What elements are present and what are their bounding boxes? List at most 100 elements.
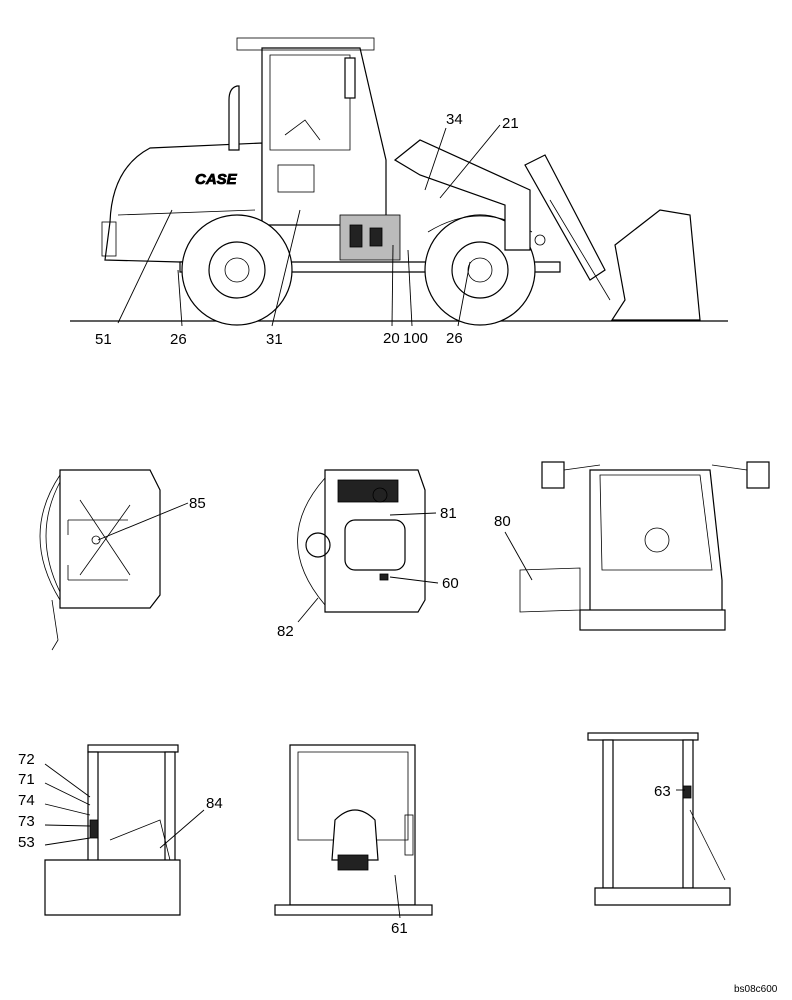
- front-window: [297, 751, 409, 841]
- right-decal-block: [682, 785, 692, 799]
- rear-steering-wheel: [644, 527, 670, 553]
- callout-61: 61: [391, 920, 408, 937]
- cab-floor-top-view: [297, 469, 426, 613]
- tilt-cylinder: [549, 199, 611, 301]
- callout-21: 21: [502, 115, 519, 132]
- leader-60: [389, 576, 439, 584]
- roof-curve-inner: [45, 481, 61, 593]
- cab-right-side-view: [587, 732, 731, 906]
- seat-outline: [284, 119, 321, 141]
- leader-71: [44, 782, 91, 806]
- callout-63: 63: [654, 783, 671, 800]
- leader-20: [391, 244, 394, 327]
- right-mirror: [746, 461, 770, 489]
- rear-counterweight: [101, 221, 117, 257]
- side-panel: [277, 164, 315, 193]
- callout-26-rear: 26: [170, 331, 187, 348]
- leader-74: [44, 803, 91, 816]
- leader-73: [44, 824, 91, 827]
- left-floor-base: [44, 859, 181, 916]
- loader-side-view: CASE: [70, 37, 728, 326]
- side-mirror: [344, 57, 356, 99]
- mirror-arms: [563, 464, 748, 471]
- callout-81: 81: [440, 505, 457, 522]
- leader-82: [297, 597, 319, 623]
- leader-26-rear: [177, 269, 183, 327]
- loader-boom: [524, 154, 606, 281]
- boom-pin: [534, 234, 546, 246]
- roof-curve-outer: [39, 474, 61, 601]
- exhaust-pipe: [228, 85, 240, 151]
- panel-dial: [372, 487, 388, 503]
- rear-wheel-rim: [208, 241, 266, 299]
- leader-84: [159, 809, 205, 849]
- leader-85: [97, 502, 189, 541]
- left-roof: [87, 744, 179, 753]
- callout-20: 20: [383, 330, 400, 347]
- callout-71: 71: [18, 771, 35, 788]
- cab-roof: [236, 37, 375, 51]
- callout-73: 73: [18, 813, 35, 830]
- callout-74: 74: [18, 792, 35, 809]
- steering-wheel: [305, 532, 331, 558]
- rear-wheel-tire: [181, 214, 293, 326]
- rear-base: [579, 609, 726, 631]
- front-handle: [404, 814, 414, 856]
- front-wheel-hub: [467, 257, 493, 283]
- cab-roof-top-view: [39, 469, 161, 651]
- right-roof: [587, 732, 699, 741]
- right-rear-pillar: [602, 739, 614, 889]
- leader-51: [117, 209, 173, 324]
- figure-reference-code: bs08c600: [734, 984, 778, 995]
- callout-31: 31: [266, 331, 283, 348]
- leader-31: [271, 209, 301, 327]
- leader-26-front: [457, 261, 471, 327]
- callout-53: 53: [18, 834, 35, 851]
- hydraulic-block: [349, 224, 363, 248]
- front-seat: [331, 809, 379, 861]
- leader-100: [407, 249, 413, 327]
- floor-decal: [379, 573, 389, 581]
- floor-curve: [297, 477, 326, 606]
- rear-wheel-hub: [224, 257, 250, 283]
- roof-label-dot: [91, 535, 101, 545]
- leader-61: [394, 874, 401, 919]
- right-front-pillar: [682, 739, 694, 889]
- leader-21: [439, 124, 501, 199]
- front-seat-base: [337, 854, 369, 871]
- control-panel: [337, 479, 399, 503]
- roof-handle: [51, 599, 59, 651]
- right-steering-column: [689, 809, 726, 881]
- roof-outline: [59, 469, 161, 609]
- leader-72: [44, 763, 91, 798]
- bucket: [610, 209, 701, 321]
- right-floor-base: [594, 887, 731, 906]
- left-decal-block: [89, 819, 99, 839]
- callout-60: 60: [442, 575, 459, 592]
- leader-80: [504, 531, 533, 581]
- cab-window: [269, 54, 351, 151]
- cab-left-side-view: [44, 744, 181, 916]
- callout-84: 84: [206, 795, 223, 812]
- rear-cab-outline: [589, 469, 723, 621]
- callout-34: 34: [446, 111, 463, 128]
- rear-window: [599, 474, 713, 571]
- leader-34: [424, 127, 447, 191]
- seat-top: [344, 519, 406, 571]
- front-base: [274, 904, 433, 916]
- loader-leader-lines: [117, 124, 501, 327]
- callout-51: 51: [95, 331, 112, 348]
- front-wheel-rim: [451, 241, 509, 299]
- leader-81: [389, 512, 437, 516]
- callout-82: 82: [277, 623, 294, 640]
- callout-72: 72: [18, 751, 35, 768]
- callout-26-front: 26: [446, 330, 463, 347]
- callout-100: 100: [403, 330, 428, 347]
- left-mirror: [541, 461, 565, 489]
- roof-marks: [67, 499, 131, 581]
- leader-53: [44, 837, 91, 846]
- left-seat: [109, 819, 171, 861]
- left-rear-pillar: [87, 751, 99, 873]
- callout-80: 80: [494, 513, 511, 530]
